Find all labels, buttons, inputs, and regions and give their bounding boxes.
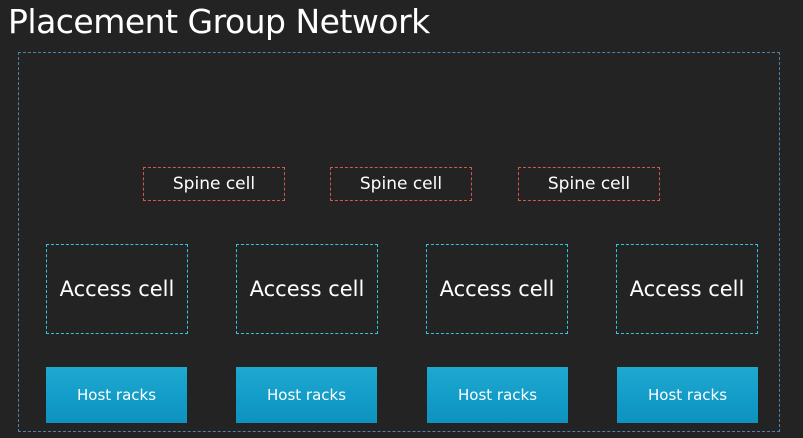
host-racks-2: Host racks — [236, 367, 377, 423]
host-racks-4: Host racks — [617, 367, 758, 423]
diagram-title: Placement Group Network — [8, 2, 430, 41]
placement-group-boundary — [18, 52, 780, 432]
spine-cell-2: Spine cell — [330, 167, 472, 201]
spine-cell-1: Spine cell — [143, 167, 285, 201]
access-cell-1: Access cell — [46, 244, 188, 334]
access-cell-3: Access cell — [426, 244, 568, 334]
host-racks-3: Host racks — [427, 367, 568, 423]
spine-cell-3: Spine cell — [518, 167, 660, 201]
access-cell-2: Access cell — [236, 244, 378, 334]
host-racks-1: Host racks — [46, 367, 187, 423]
access-cell-4: Access cell — [616, 244, 758, 334]
